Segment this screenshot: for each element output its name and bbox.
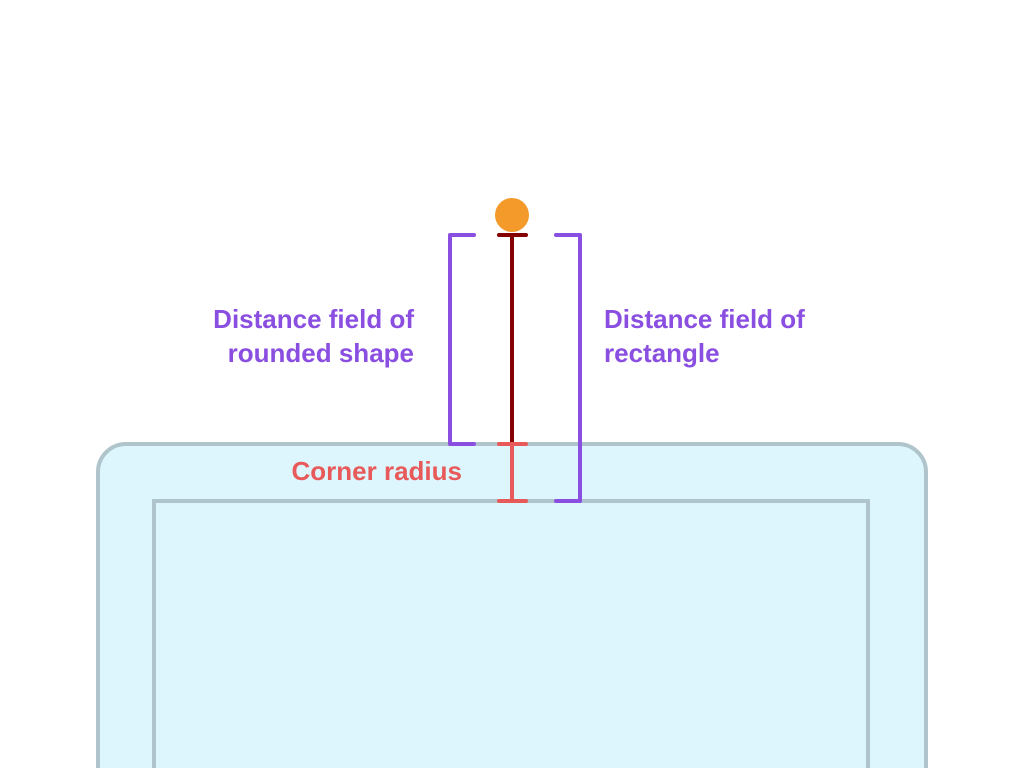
rounded-shape-label-line2: rounded shape: [228, 338, 414, 368]
rectangle-label-line1: Distance field of: [604, 304, 805, 334]
rectangle-distance-bracket: [554, 233, 582, 503]
rounded-shape-label-line1: Distance field of: [213, 304, 414, 334]
distance-line: [497, 233, 528, 446]
corner-radius-line: [497, 442, 528, 503]
sample-point: [495, 198, 529, 232]
corner-radius-label: Corner radius: [292, 456, 463, 486]
rectangle-label-line2: rectangle: [604, 338, 720, 368]
rounded-shape-distance-bracket: [448, 233, 476, 446]
